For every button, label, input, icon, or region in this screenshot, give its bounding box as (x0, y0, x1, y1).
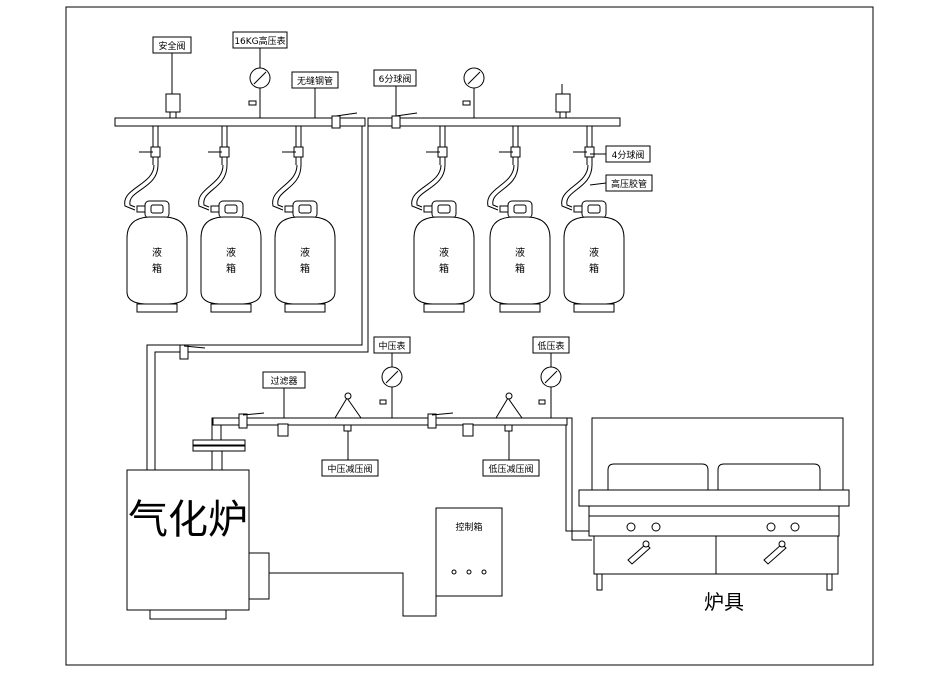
svg-text:16KG高压表: 16KG高压表 (234, 35, 285, 47)
control-box-label: 控制箱 (455, 521, 482, 533)
svg-text:中压减压阀: 中压减压阀 (327, 463, 372, 475)
label-mid-gauge: 中压表 (373, 336, 411, 367)
right-manifold-pipe (367, 117, 621, 127)
tank-label-line1: 液 (300, 246, 310, 259)
high-pressure-gauge-right (462, 67, 485, 118)
label-low-reducer: 低压减压阀 (482, 431, 540, 477)
tank-label-line1: 液 (515, 246, 525, 259)
tank-label-line1: 液 (152, 246, 162, 259)
tank-label-line2: 箱 (300, 262, 310, 275)
svg-text:过滤器: 过滤器 (270, 375, 297, 387)
svg-text:6分球阀: 6分球阀 (379, 73, 412, 85)
label-16kg-gauge: 16KG高压表 (232, 31, 288, 68)
label-6-ball-valve: 6分球阀 (373, 69, 417, 116)
tank-label-line2: 箱 (515, 262, 525, 275)
lpg-tank: 液箱 (411, 126, 475, 313)
low-reducer-shape (495, 397, 523, 419)
svg-text:无缝钢管: 无缝钢管 (297, 75, 333, 87)
svg-text:高压胶管: 高压胶管 (611, 178, 647, 190)
tank-label-line2: 箱 (439, 262, 449, 275)
svg-text:4分球阀: 4分球阀 (612, 149, 645, 161)
svg-text:中压表: 中压表 (378, 340, 405, 352)
high-pressure-gauge-left (248, 67, 271, 118)
left-manifold-pipe (114, 117, 366, 127)
label-low-gauge: 低压表 (532, 336, 570, 367)
tank-label-line1: 液 (589, 246, 599, 259)
safety-valve-right (555, 84, 571, 119)
vaporizer: 气化炉 (126, 439, 270, 620)
svg-text:安全阀: 安全阀 (158, 40, 185, 52)
drawing-frame (65, 6, 874, 666)
lpg-tank: 液箱 (198, 126, 262, 313)
lpg-tank: 液箱 (487, 126, 551, 313)
tank-label-line2: 箱 (589, 262, 599, 275)
stove: 炉具 (578, 417, 850, 614)
safety-valve-left (165, 84, 181, 119)
svg-text:低压表: 低压表 (537, 340, 564, 352)
label-seamless-pipe: 无缝钢管 (291, 71, 339, 118)
transfer-pipe (146, 126, 369, 470)
tank-label-line1: 液 (226, 246, 236, 259)
mid-reducer-shape (334, 397, 362, 419)
manifold-ball-valve-left (331, 112, 358, 129)
control-box: 控制箱 (269, 507, 503, 617)
top-manifold (114, 112, 621, 129)
vaporizer-label: 气化炉 (128, 497, 248, 543)
label-4-ball-valve: 4分球阀 (590, 145, 651, 163)
tank-label-line1: 液 (439, 246, 449, 259)
label-filter: 过滤器 (262, 371, 306, 418)
lpg-tank: 液箱 (561, 126, 625, 313)
stove-label: 炉具 (704, 590, 744, 614)
tank-label-line2: 箱 (226, 262, 236, 275)
vaporizer-base (149, 609, 227, 620)
label-safety-valve: 安全阀 (152, 36, 192, 84)
lpg-tank: 液箱 (272, 126, 336, 313)
label-high-pressure-hose: 高压胶管 (589, 174, 653, 192)
vaporizer-side-box (248, 552, 270, 600)
tank-label-line2: 箱 (152, 262, 162, 275)
vaporizer-body (126, 469, 250, 611)
lpg-tank: 液箱 (124, 126, 188, 313)
regulator-line (211, 366, 592, 541)
label-mid-reducer: 中压减压阀 (321, 431, 379, 477)
svg-text:低压减压阀: 低压减压阀 (488, 463, 533, 475)
